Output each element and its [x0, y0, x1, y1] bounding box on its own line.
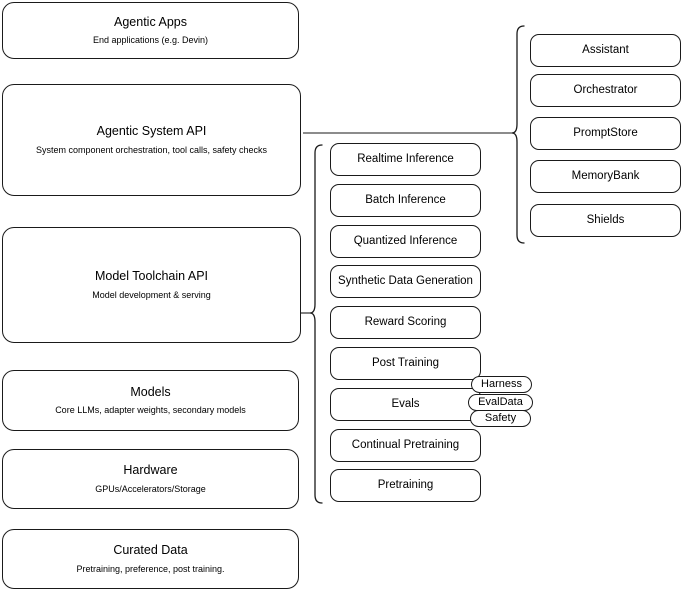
system-component-assistant[interactable]: Assistant	[530, 34, 681, 67]
stack-layer-subtitle: Pretraining, preference, post training.	[76, 563, 225, 574]
capability-post-training[interactable]: Post Training	[330, 347, 481, 380]
capability-continual-pretraining[interactable]: Continual Pretraining	[330, 429, 481, 462]
stack-layer-subtitle: GPUs/Accelerators/Storage	[95, 483, 206, 494]
capability-quantized-inference[interactable]: Quantized Inference	[330, 225, 481, 258]
stack-layer-title: Models	[130, 384, 171, 399]
stack-layer-title: Curated Data	[113, 543, 188, 558]
stack-layer-subtitle: Core LLMs, adapter weights, secondary mo…	[55, 405, 246, 416]
stack-layer-curated-data[interactable]: Curated Data Pretraining, preference, po…	[2, 529, 299, 589]
stack-layer-title: Model Toolchain API	[94, 269, 209, 284]
stack-layer-subtitle: Model development & serving	[92, 289, 211, 300]
connector-toolchain-api-to-capabilities	[301, 144, 323, 504]
system-component-orchestrator[interactable]: Orchestrator	[530, 74, 681, 107]
system-component-shields[interactable]: Shields	[530, 204, 681, 237]
system-component-promptstore[interactable]: PromptStore	[530, 117, 681, 150]
capability-evals[interactable]: Evals	[330, 388, 481, 421]
capability-reward-scoring[interactable]: Reward Scoring	[330, 306, 481, 339]
stack-layer-title: Hardware	[123, 463, 178, 478]
stack-layer-subtitle: System component orchestration, tool cal…	[35, 144, 268, 155]
stack-layer-models[interactable]: Models Core LLMs, adapter weights, secon…	[2, 370, 299, 431]
stack-layer-model-toolchain-api[interactable]: Model Toolchain API Model development & …	[2, 227, 301, 343]
capability-pretraining[interactable]: Pretraining	[330, 469, 481, 502]
eval-subcomponent-safety[interactable]: Safety	[470, 410, 531, 427]
stack-layer-hardware[interactable]: Hardware GPUs/Accelerators/Storage	[2, 449, 299, 509]
capability-synthetic-data-generation[interactable]: Synthetic Data Generation	[330, 265, 481, 298]
stack-layer-agentic-apps[interactable]: Agentic Apps End applications (e.g. Devi…	[2, 2, 299, 59]
eval-subcomponent-evaldata[interactable]: EvalData	[468, 394, 533, 411]
stack-layer-title: Agentic Apps	[114, 14, 187, 29]
stack-layer-subtitle: End applications (e.g. Devin)	[92, 35, 209, 46]
capability-batch-inference[interactable]: Batch Inference	[330, 184, 481, 217]
stack-layer-agentic-system-api[interactable]: Agentic System API System component orch…	[2, 84, 301, 196]
system-component-memorybank[interactable]: MemoryBank	[530, 160, 681, 193]
eval-subcomponent-harness[interactable]: Harness	[471, 376, 532, 393]
stack-layer-title: Agentic System API	[96, 124, 207, 139]
capability-realtime-inference[interactable]: Realtime Inference	[330, 143, 481, 176]
